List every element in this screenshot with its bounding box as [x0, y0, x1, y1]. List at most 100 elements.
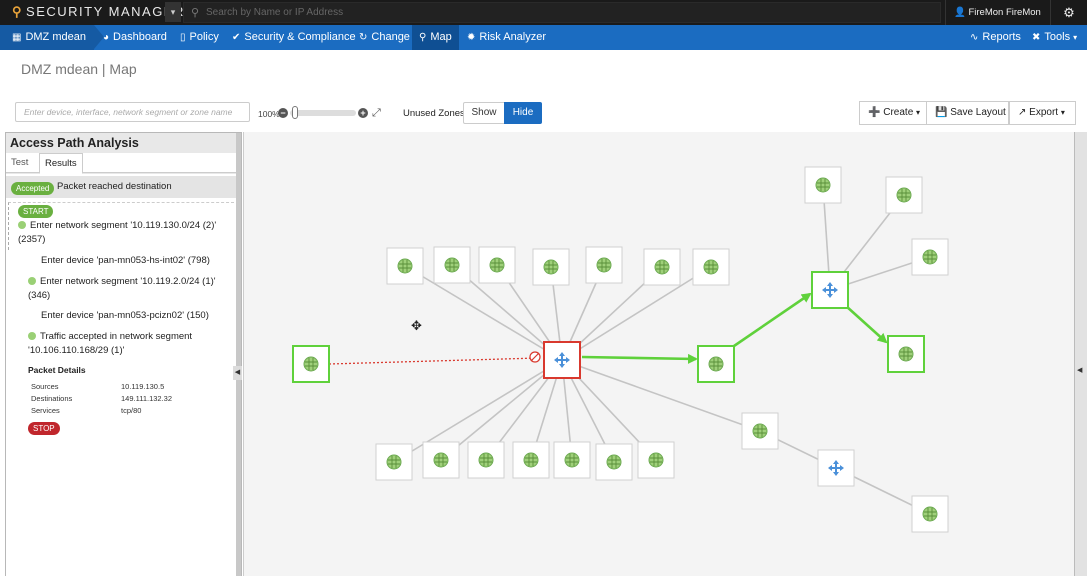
domain-home-button[interactable]: ▦DMZ mdean — [0, 25, 104, 50]
nav-map[interactable]: ⚲Map — [412, 25, 459, 50]
panel-tabs: Test Results — [6, 153, 237, 174]
network-segment-node[interactable] — [386, 247, 424, 285]
network-segment-node[interactable] — [911, 238, 949, 276]
detail-key: Sources — [31, 382, 59, 391]
step-count: '10.106.110.168/29 (1)' — [28, 345, 125, 356]
hide-unused-zones-button[interactable]: Hide — [504, 102, 542, 124]
nav-security-compliance[interactable]: ✔Security & Compliance — [232, 25, 356, 50]
nav-tools[interactable]: ✖Tools ▾ — [1032, 25, 1077, 50]
zoom-out-button[interactable]: − — [278, 108, 288, 118]
start-badge: START — [18, 205, 54, 218]
network-segment-node[interactable] — [532, 248, 570, 286]
user-menu[interactable]: 👤 FireMon FireMon ▾ — [945, 0, 1048, 43]
start-step-highlight — [8, 202, 234, 250]
path-step[interactable]: Traffic accepted in network segment '10.1… — [28, 330, 192, 358]
map-link — [845, 305, 888, 344]
network-segment-icon — [28, 277, 36, 285]
map-link — [328, 357, 539, 365]
detail-value: 10.119.130.5 — [121, 382, 165, 391]
main-nav: ▦DMZ mdean ◕Dashboard ▯Policy ✔Security … — [0, 25, 1087, 50]
network-segment-node[interactable] — [375, 443, 413, 481]
nav-label: Map — [430, 31, 452, 43]
plus-circle-icon: ➕ — [868, 107, 881, 118]
detail-value: tcp/80 — [121, 406, 142, 415]
tab-test[interactable]: Test — [11, 157, 29, 168]
network-segment-node[interactable] — [885, 176, 923, 214]
export-button[interactable]: ↗ Export ▾ — [1009, 101, 1076, 125]
zoom-slider-handle[interactable] — [292, 106, 298, 119]
detail-key: Destinations — [31, 394, 73, 403]
network-segment-node[interactable] — [911, 495, 949, 533]
collapse-panel-handle[interactable]: ◀ — [233, 366, 242, 380]
network-segment-node[interactable] — [433, 246, 471, 284]
map-link — [581, 353, 698, 364]
clipboard-icon: ▯ — [180, 32, 186, 43]
path-step[interactable]: Enter network segment '10.119.130.0/24 (… — [18, 219, 216, 247]
step-text: Traffic accepted in network segment — [40, 331, 193, 342]
save-layout-label: Save Layout — [950, 107, 1006, 118]
device-node[interactable] — [817, 449, 855, 487]
destination-segment-node[interactable] — [887, 335, 925, 373]
path-step[interactable]: Enter device 'pan-mn053-pcizn02' (150) — [28, 309, 209, 323]
network-segment-node[interactable] — [643, 248, 681, 286]
path-step[interactable]: Enter device 'pan-mn053-hs-int02' (798) — [28, 254, 210, 268]
fit-to-screen-icon[interactable]: ⤢ — [372, 107, 381, 119]
stop-badge: STOP — [28, 422, 60, 435]
nav-reports[interactable]: ∿Reports — [970, 25, 1021, 50]
detail-value: 149.111.132.32 — [121, 394, 173, 403]
zoom-slider-track[interactable] — [290, 110, 356, 116]
transit-segment-node[interactable] — [697, 345, 735, 383]
save-layout-button[interactable]: 💾 Save Layout — [926, 101, 1009, 125]
top-bar: ⚲SECURITY MANAGER ▾ ⚲ 👤 FireMon FireMon … — [0, 0, 1087, 43]
network-segment-node[interactable] — [512, 441, 550, 479]
burst-icon: ✹ — [467, 32, 476, 43]
show-unused-zones-button[interactable]: Show — [463, 102, 505, 124]
floppy-disk-icon: 💾 — [935, 107, 948, 118]
gear-icon[interactable]: ⚙ — [1050, 0, 1087, 25]
app-logo[interactable]: ⚲SECURITY MANAGER — [12, 4, 185, 20]
global-search-input[interactable] — [206, 5, 706, 20]
network-segment-node[interactable] — [478, 246, 516, 284]
firewall-device-node[interactable] — [811, 271, 849, 309]
step-text: Enter device 'pan-mn053-pcizn02' (150) — [41, 310, 209, 321]
nav-risk-analyzer[interactable]: ✹Risk Analyzer — [467, 25, 546, 50]
source-segment-node[interactable] — [292, 345, 330, 383]
panel-title: Access Path Analysis — [10, 136, 139, 150]
detail-key: Services — [31, 406, 60, 415]
nav-label: Risk Analyzer — [479, 31, 547, 43]
nav-label: Policy — [189, 31, 219, 43]
map-link — [561, 266, 712, 361]
app-title: SECURITY MANAGER — [26, 4, 185, 19]
network-segment-node[interactable] — [422, 441, 460, 479]
network-map[interactable]: ✥ — [243, 132, 1074, 576]
nav-label: Reports — [982, 31, 1021, 43]
network-segment-node[interactable] — [692, 248, 730, 286]
app-switcher-dropdown[interactable]: ▾ — [165, 2, 181, 22]
device-search-input[interactable] — [16, 103, 249, 121]
nav-dashboard[interactable]: ◕Dashboard — [103, 25, 167, 50]
zoom-in-button[interactable]: + — [358, 108, 368, 118]
panel-scrollbar[interactable] — [236, 133, 241, 576]
page-title: DMZ mdean | Map — [21, 61, 137, 77]
network-segment-node[interactable] — [467, 441, 505, 479]
right-side-panel-toggle[interactable]: ◀ — [1074, 132, 1087, 576]
nav-label: Tools — [1044, 31, 1071, 43]
network-segment-node[interactable] — [804, 166, 842, 204]
map-canvas[interactable] — [244, 132, 1075, 576]
move-cursor-icon: ✥ — [411, 318, 422, 333]
nav-change[interactable]: ↻Change — [359, 25, 410, 50]
network-segment-node[interactable] — [595, 443, 633, 481]
step-text: Enter network segment '10.119.2.0/24 (1)… — [40, 276, 216, 287]
tab-results[interactable]: Results — [39, 153, 83, 174]
network-segment-node[interactable] — [553, 441, 591, 479]
map-link — [440, 359, 563, 461]
nav-label: Change — [371, 31, 410, 43]
firewall-icon — [28, 311, 38, 319]
path-step[interactable]: Enter network segment '10.119.2.0/24 (1)… — [28, 275, 216, 303]
firewall-device-node[interactable] — [543, 341, 581, 379]
create-button[interactable]: ➕ Create ▾ — [859, 101, 927, 125]
network-segment-node[interactable] — [637, 441, 675, 479]
nav-policy[interactable]: ▯Policy — [180, 25, 219, 50]
network-segment-node[interactable] — [741, 412, 779, 450]
network-segment-node[interactable] — [585, 246, 623, 284]
